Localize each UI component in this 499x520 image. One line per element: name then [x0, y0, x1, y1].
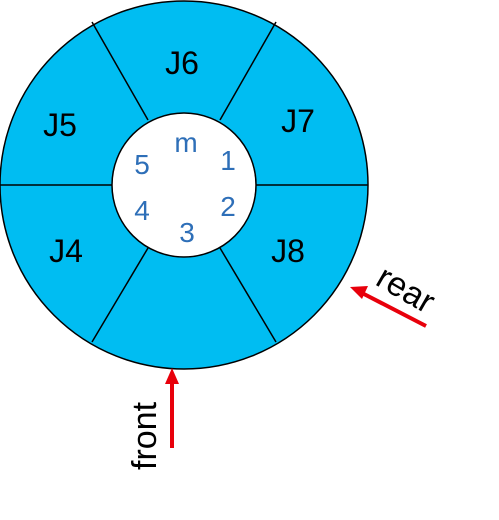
slot-label-upper-left: J5	[43, 107, 77, 143]
front-arrow	[165, 368, 179, 448]
slot-label-upper-right: J7	[281, 103, 315, 139]
rear-label: rear	[370, 258, 441, 321]
index-label-lower-right: 2	[220, 191, 236, 222]
slot-label-lower-left: J4	[49, 233, 83, 269]
divider-bottom-right	[219, 247, 277, 343]
rear-arrow	[350, 286, 427, 328]
slot-label-top: J6	[165, 45, 199, 81]
slot-label-lower-right: J8	[271, 233, 305, 269]
index-label-lower-left: 4	[134, 195, 150, 226]
front-label: front	[126, 401, 164, 470]
divider-bottom-left	[91, 247, 149, 343]
index-label-upper-right: 1	[220, 145, 236, 176]
divider-top-right	[219, 21, 277, 121]
divider-top-left	[91, 21, 149, 121]
index-label-upper-left: 5	[134, 149, 150, 180]
index-label-top: m	[174, 127, 197, 158]
queue-hub	[111, 112, 257, 258]
index-label-bottom: 3	[179, 217, 195, 248]
